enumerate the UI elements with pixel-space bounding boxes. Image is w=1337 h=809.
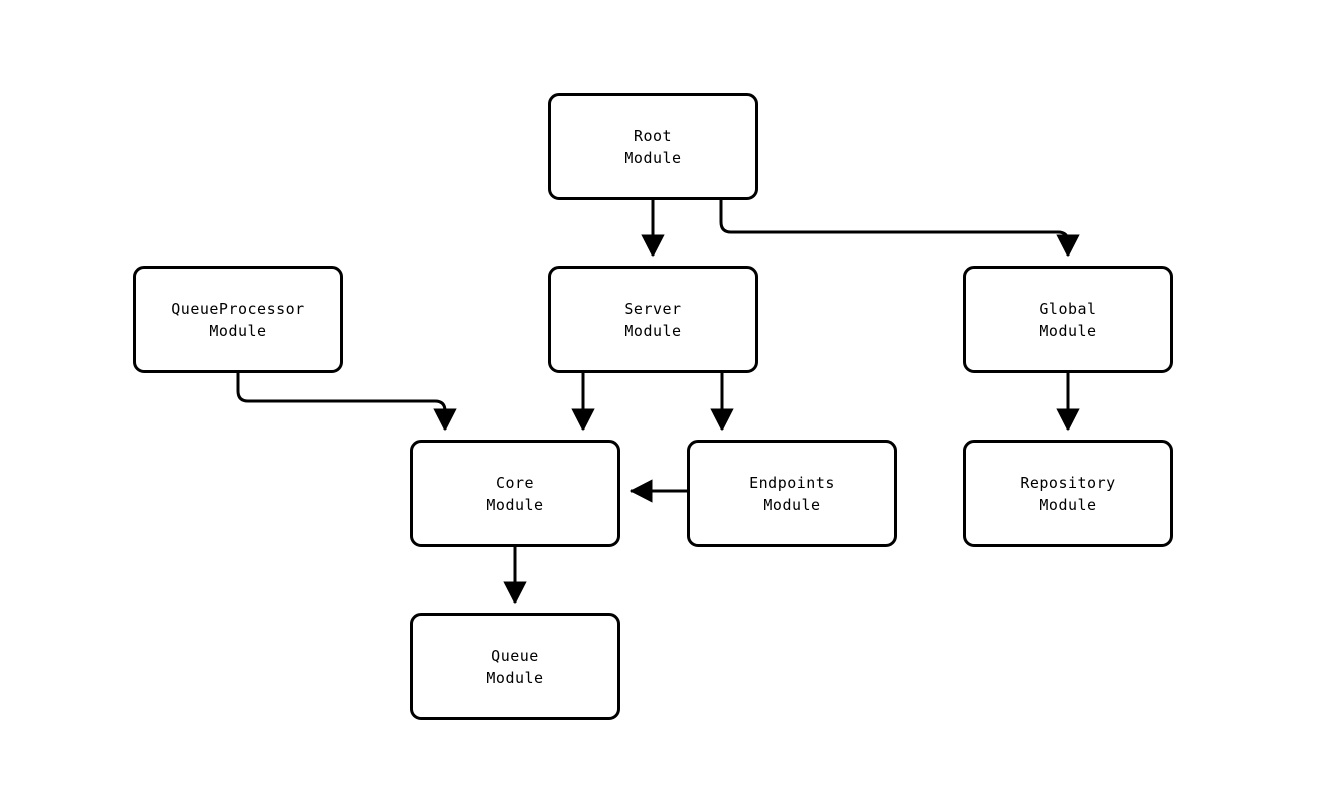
node-global-module-label-line1: Global [1039, 299, 1097, 318]
node-global-module[interactable]: Global Module [963, 266, 1173, 373]
node-root-module-label-line1: Root [633, 126, 673, 145]
node-server-module[interactable]: Server Module [548, 266, 758, 373]
node-endpoints-module-label-line2: Module [763, 495, 821, 514]
node-server-module-label-line2: Module [624, 321, 682, 340]
node-core-module-label-line1: Core [495, 473, 535, 492]
node-queue-module-label-line1: Queue [491, 646, 539, 665]
node-queue-module[interactable]: Queue Module [410, 613, 620, 720]
node-queueprocessor-module-label-line2: Module [209, 321, 267, 340]
node-endpoints-module[interactable]: Endpoints Module [687, 440, 897, 547]
node-repository-module-label-line2: Module [1039, 495, 1097, 514]
node-root-module[interactable]: Root Module [548, 93, 758, 200]
node-global-module-label-line2: Module [1039, 321, 1097, 340]
node-server-module-label-line1: Server [624, 299, 682, 318]
node-queueprocessor-module[interactable]: QueueProcessor Module [133, 266, 343, 373]
node-core-module-label-line2: Module [486, 495, 544, 514]
node-root-module-label-line2: Module [624, 148, 682, 167]
node-repository-module-label-line1: Repository [1020, 473, 1116, 492]
node-queue-module-label-line2: Module [486, 668, 544, 687]
node-queueprocessor-module-label-line1: QueueProcessor [171, 299, 305, 318]
node-repository-module[interactable]: Repository Module [963, 440, 1173, 547]
node-endpoints-module-label-line1: Endpoints [749, 473, 835, 492]
edge-queueprocessor-to-core [236, 373, 457, 432]
node-core-module[interactable]: Core Module [410, 440, 620, 547]
edge-root-to-global [719, 200, 1080, 258]
